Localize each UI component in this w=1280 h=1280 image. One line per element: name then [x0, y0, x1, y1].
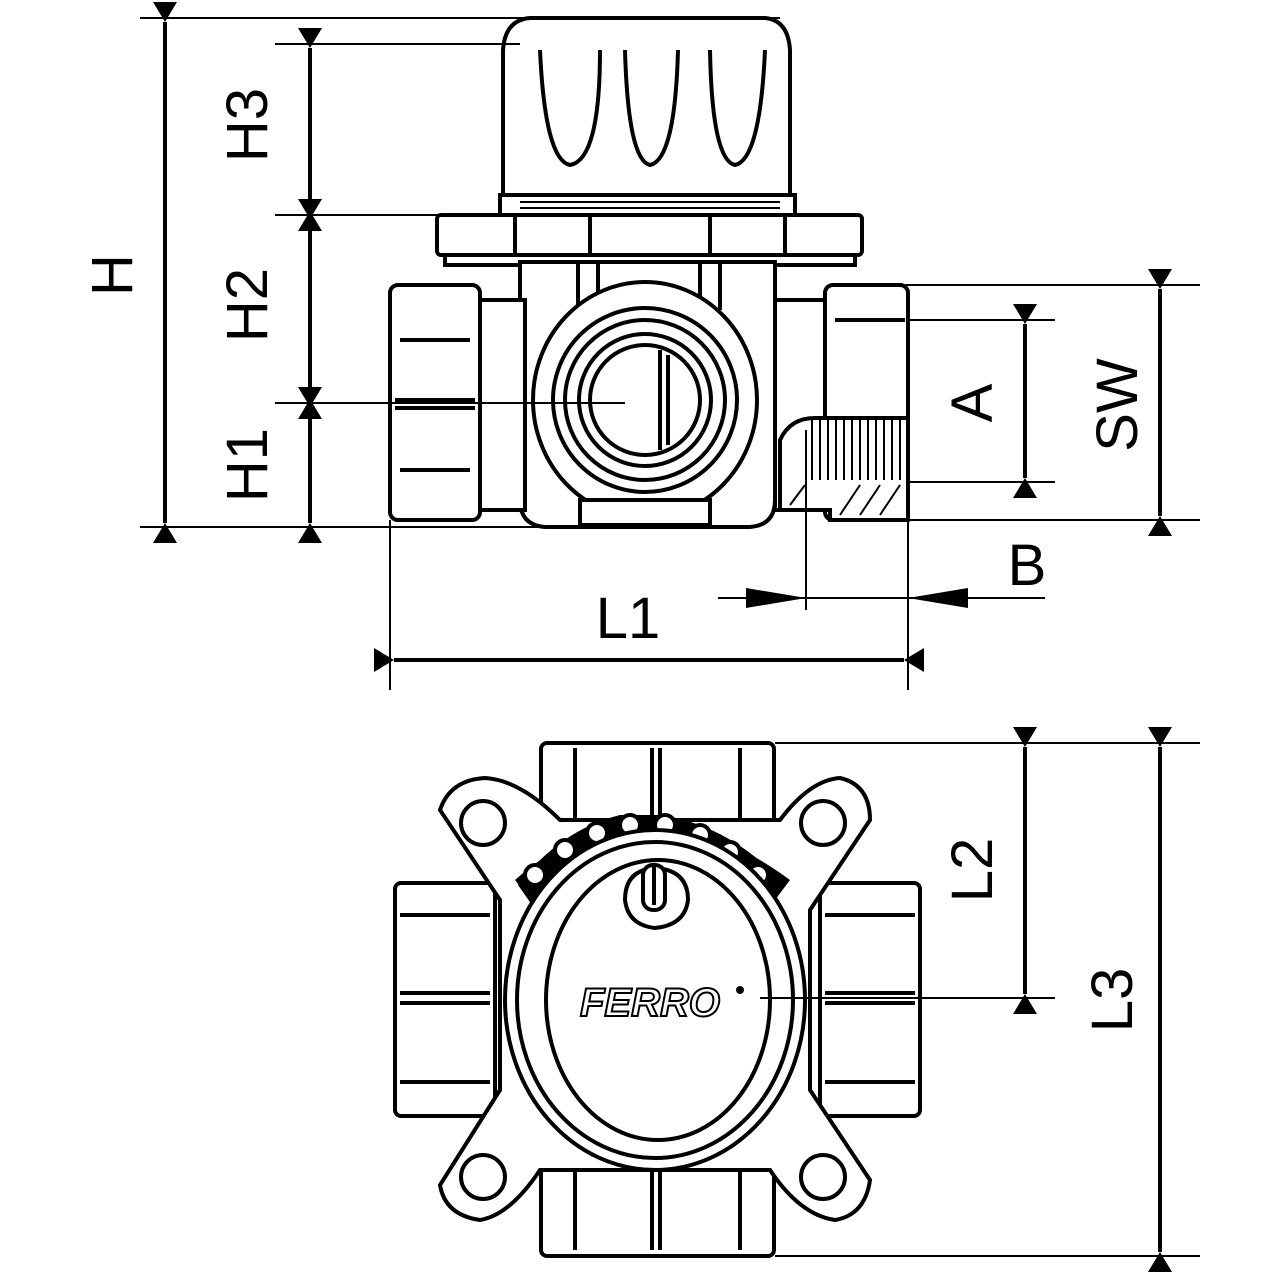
- dial: FERRO: [503, 828, 807, 1172]
- knob: [498, 16, 797, 217]
- label-L3: L3: [1080, 968, 1145, 1033]
- top-view-valve: FERRO: [393, 741, 922, 1258]
- label-A: A: [940, 383, 1005, 422]
- right-port-nut: [773, 283, 910, 522]
- label-L2: L2: [940, 838, 1005, 903]
- label-H1: H1: [215, 428, 280, 502]
- mounting-plate: [435, 213, 864, 267]
- top-view-dimensions: L2 L3: [760, 727, 1200, 1272]
- right-port: [818, 881, 922, 1118]
- side-view-dimensions: H H3 H2 H1 A SW B L1: [80, 2, 1200, 690]
- side-view-valve: [388, 16, 910, 529]
- label-H3: H3: [215, 88, 280, 162]
- label-B: B: [1008, 533, 1047, 598]
- front-port: [531, 280, 759, 527]
- ferro-logo: FERRO: [580, 981, 720, 1025]
- label-H: H: [80, 254, 145, 296]
- label-H2: H2: [215, 268, 280, 342]
- bottom-port: [539, 1158, 776, 1258]
- left-port: [393, 881, 497, 1118]
- label-SW: SW: [1085, 358, 1150, 452]
- label-L1: L1: [596, 586, 661, 651]
